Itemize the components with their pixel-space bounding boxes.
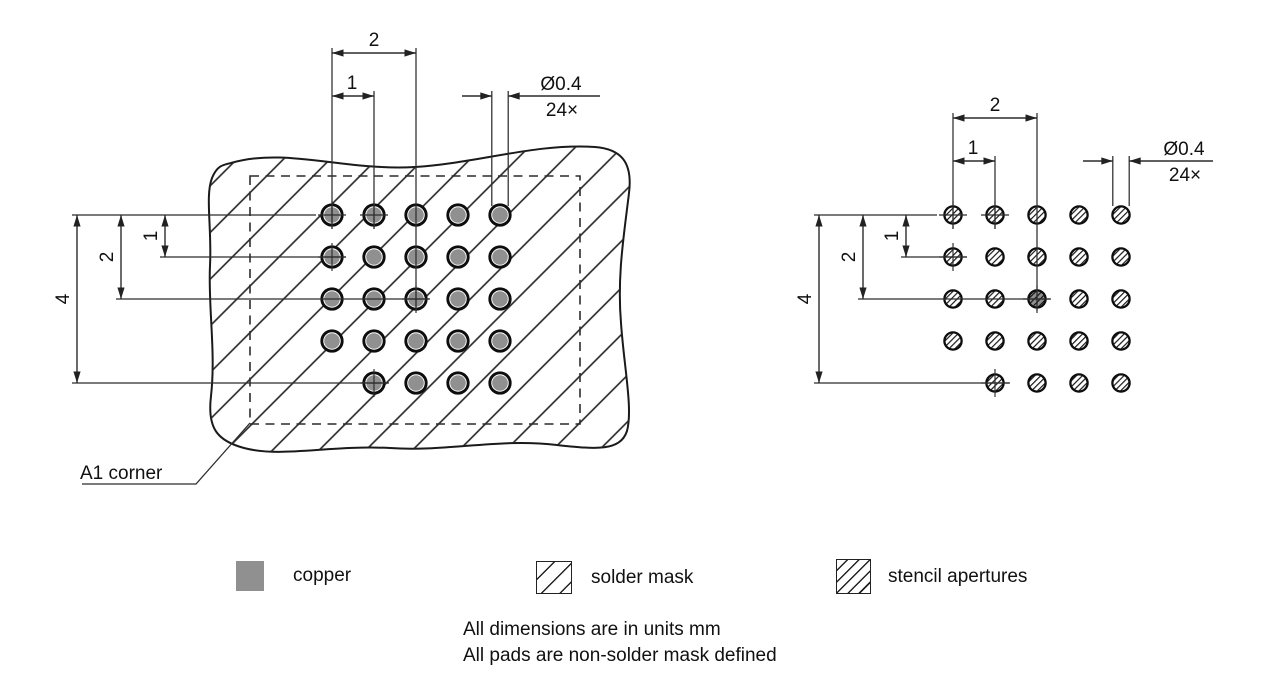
dim-arrowhead (332, 49, 344, 57)
dim-label-row-pitch-4: 4 (795, 293, 816, 304)
dim-arrowhead (983, 157, 995, 165)
dim-arrowhead (161, 245, 169, 257)
dim-arrowhead (362, 92, 374, 100)
dim-label-pitch-2: 2 (369, 30, 380, 51)
dim-label-pitch-2: 2 (990, 95, 1001, 116)
dim-arrowhead (480, 92, 492, 100)
copper-pad (366, 249, 382, 265)
dim-arrowhead (815, 215, 823, 227)
stencil-pattern-figure: 2 1 Ø0.4 24× 1 2 4 (795, 95, 1213, 397)
stencil-aperture-hatch (1111, 205, 1131, 225)
copper-pad (450, 249, 466, 265)
dim-arrowhead (859, 215, 867, 227)
dim-arrowhead (508, 92, 520, 100)
copper-pad (324, 333, 340, 349)
stencil-aperture-hatch (1111, 289, 1131, 309)
drawing-notes: All dimensions are in units mm All pads … (463, 617, 777, 669)
dim-arrowhead (73, 215, 81, 227)
stencil-aperture-hatch (1069, 205, 1089, 225)
legend-label-stencil-apertures: stencil apertures (888, 565, 1028, 587)
a1-corner-label: A1 corner (80, 463, 163, 484)
dim-label-pad-count: 24× (1169, 165, 1201, 186)
dim-label-row-pitch-2: 2 (97, 252, 118, 263)
stencil-aperture-hatch (1069, 331, 1089, 351)
copper-pad (450, 207, 466, 223)
dim-arrowhead (117, 215, 125, 227)
land-pattern-figure: 2 1 Ø0.4 24× 1 2 4 A1 corner (53, 30, 631, 485)
note-line: All dimensions are in units mm (463, 619, 721, 640)
stencil-aperture-hatch (1069, 247, 1089, 267)
copper-pad (408, 333, 424, 349)
legend-item-solder-mask: solder mask (536, 561, 693, 594)
dim-arrowhead (1129, 157, 1141, 165)
copper-swatch (236, 561, 264, 591)
dim-arrowhead (332, 92, 344, 100)
copper-pad (492, 375, 508, 391)
stencil-aperture-hatch (1069, 373, 1089, 393)
copper-pad (366, 333, 382, 349)
dim-label-pad-diameter: Ø0.4 (540, 74, 582, 95)
copper-pad (450, 333, 466, 349)
stencil-apertures-swatch (836, 559, 871, 594)
dim-label-row-pitch-4: 4 (53, 293, 74, 304)
stencil-aperture-hatch (1111, 373, 1131, 393)
dim-arrowhead (404, 49, 416, 57)
dim-label-row-pitch-2: 2 (839, 252, 860, 263)
dim-label-pitch-1: 1 (347, 73, 358, 94)
dim-arrowhead (1101, 157, 1113, 165)
stencil-aperture-hatch (1111, 331, 1131, 351)
dim-arrowhead (953, 114, 965, 122)
dim-arrowhead (117, 287, 125, 299)
dim-arrowhead (161, 215, 169, 227)
dim-arrowhead (902, 245, 910, 257)
dim-arrowhead (859, 287, 867, 299)
dim-arrowhead (953, 157, 965, 165)
copper-pad (492, 333, 508, 349)
copper-pad (450, 291, 466, 307)
legend-item-copper: copper (236, 561, 351, 591)
dim-label-row-pitch-1: 1 (882, 231, 903, 242)
dim-arrowhead (1025, 114, 1037, 122)
legend-label-copper: copper (293, 565, 352, 586)
stencil-aperture-hatch (1111, 247, 1131, 267)
stencil-aperture-hatch (985, 247, 1005, 267)
legend-item-stencil-apertures: stencil apertures (836, 559, 1027, 594)
dim-arrowhead (902, 215, 910, 227)
dim-label-pad-count: 24× (546, 100, 578, 121)
copper-pad (492, 207, 508, 223)
stencil-aperture-hatch (1069, 289, 1089, 309)
copper-pad (492, 291, 508, 307)
copper-pad (492, 249, 508, 265)
dim-label-pitch-1: 1 (968, 138, 979, 159)
stencil-aperture-hatch (1027, 331, 1047, 351)
a1-corner-leader-line (82, 422, 251, 485)
dim-label-row-pitch-1: 1 (141, 231, 162, 242)
dim-arrowhead (73, 371, 81, 383)
stencil-aperture-hatch (1027, 373, 1047, 393)
component-body-dashed-outline (249, 175, 581, 425)
stencil-aperture-hatch (943, 331, 963, 351)
note-line: All pads are non-solder mask defined (463, 645, 777, 666)
stencil-aperture-hatch (985, 331, 1005, 351)
legend-label-solder-mask: solder mask (591, 566, 694, 588)
solder-mask-swatch (536, 561, 572, 594)
dim-label-pad-diameter: Ø0.4 (1163, 139, 1205, 160)
copper-pad (408, 375, 424, 391)
copper-pad (450, 375, 466, 391)
dim-arrowhead (815, 371, 823, 383)
